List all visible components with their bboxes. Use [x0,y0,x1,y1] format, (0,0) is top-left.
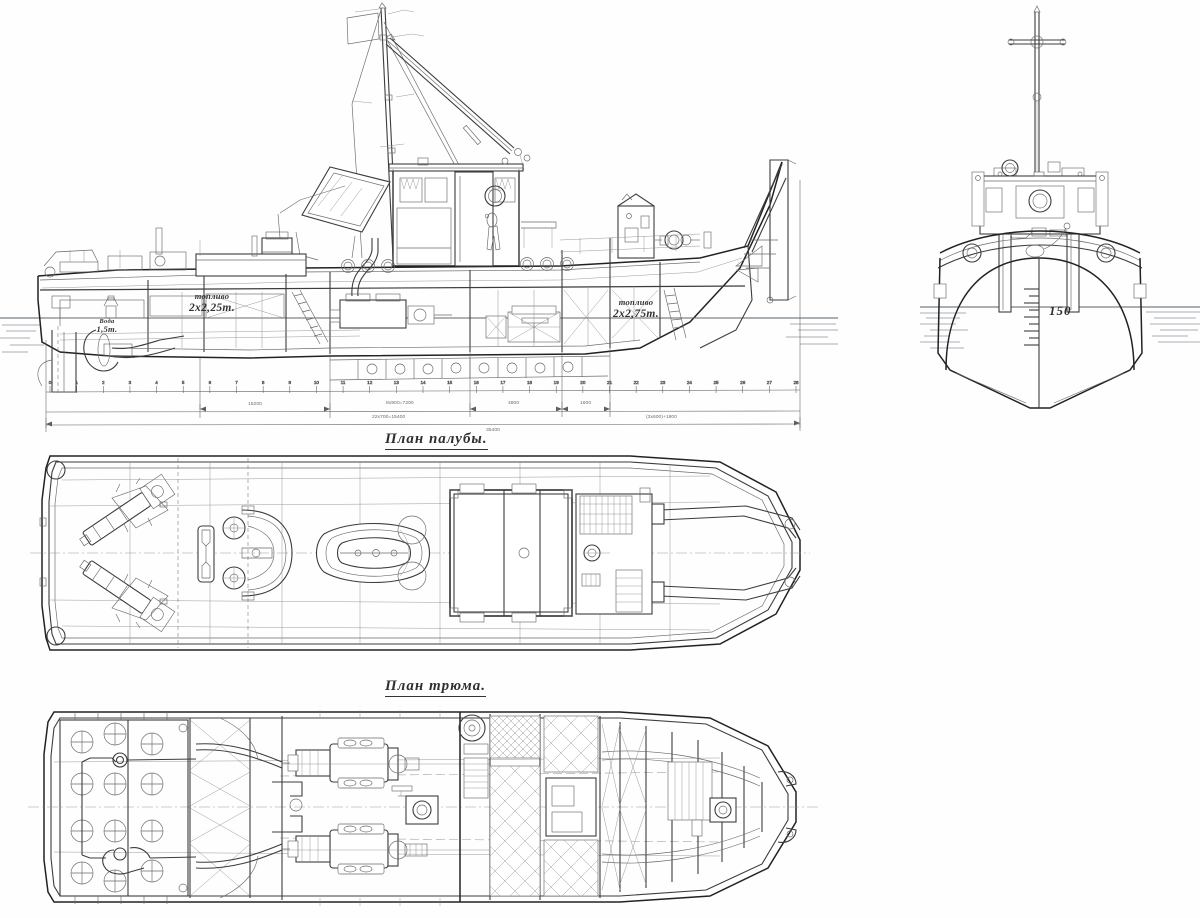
aft-deckhouse-and-boat [43,166,391,278]
wheelhouse [388,157,557,267]
label-fuel-tank-aft: топливо 2х2,25т. [189,291,235,314]
station-number: 6 [209,380,212,385]
bollards [39,501,168,605]
dimension-text-mid-1: 22x700=15400 [372,414,406,420]
propeller [83,329,133,372]
station-number: 18 [527,380,533,385]
deckhouse [449,483,573,623]
station-number: 0 [49,380,52,385]
station-number: 13 [394,380,400,385]
station-number: 10 [314,380,320,385]
aft-tanks [59,712,197,904]
forward-deck-structures [559,193,712,268]
station-number: 16 [474,380,480,385]
station-number: 4 [155,380,158,385]
deck-plan-view [30,455,810,651]
station-number: 17 [500,380,506,385]
hold-station-ticks [319,710,441,906]
label-fuel-tank-forward: топливо 2х2,75т. [613,297,659,320]
crew-berths [485,305,561,343]
dimension-text-4: 1600 [580,400,592,406]
station-number: 24 [687,380,693,385]
station-number: 23 [660,380,666,385]
station-number: 21 [607,380,613,385]
internal-section [39,238,746,354]
station-number: 19 [554,380,560,385]
station-number: 20 [580,380,586,385]
station-number: 2 [102,380,105,385]
bowview-mast [1007,5,1067,172]
dimension-text-1: 15200 [248,401,262,407]
bowview-wheelhouse [971,159,1109,239]
windlass [655,230,700,250]
dimension-text-2: 8x900=7200 [386,400,414,406]
station-number: 12 [367,380,373,385]
hold-plan-caption: План трюма. [385,678,487,697]
label-water-tank: Вода 1,5т. [96,318,118,335]
ladder [291,289,329,345]
bowview-waterline [920,306,1200,349]
station-number: 7 [235,380,238,385]
station-number: 25 [714,380,720,385]
water-tank [103,295,119,319]
forepeak-framing [601,722,797,892]
station-number: 26 [740,380,746,385]
capstan-group [197,505,293,601]
hold-hull-outline [43,711,797,903]
station-number: 1 [75,380,78,385]
station-number: 15 [447,380,453,385]
bow-view [920,5,1200,409]
station-number: 27 [767,380,773,385]
draft-scale [1024,288,1039,346]
bow-ramp [735,159,797,304]
bow-ramp-rails [651,503,801,603]
dimension-text-3: 4800 [508,400,520,406]
shaft-alley-framing [189,716,303,900]
station-number: 3 [129,380,132,385]
figure-silhouette [486,212,501,251]
deck-plating-seams [61,475,711,631]
deck-plan-caption: План палубы. [385,431,488,450]
deck-hull-outline [41,455,801,651]
station-number: 22 [634,380,640,385]
station-number: 14 [420,380,426,385]
dimension-text-mid-2: (3x600)+1800 [646,414,677,420]
engine [329,293,452,329]
crew-spaces [458,714,597,837]
mast-assembly [346,2,531,259]
hold-plan-view [28,710,818,906]
derrick-boom [385,33,531,171]
station-number: 28 [793,380,799,385]
hatched-tanks [489,715,599,897]
bulwark [937,222,1143,269]
station-number: 11 [341,380,346,385]
twin-engines [282,737,490,875]
portholes [341,257,574,273]
grating [579,495,633,535]
station-number: 8 [262,380,265,385]
forward-house [575,487,653,615]
rudder-propeller [37,295,185,396]
bowview-hull [933,257,1147,409]
draft-mark-150: 150 [1049,303,1072,318]
station-number: 5 [182,380,185,385]
profile-view: 0123456789101112131415161718192021222324… [0,2,838,432]
dimension-text-overall: 35400 [486,427,500,433]
deck-lifeboat [315,515,431,591]
rudder [37,326,77,396]
station-number: 9 [289,380,292,385]
stern-davits [46,460,176,646]
